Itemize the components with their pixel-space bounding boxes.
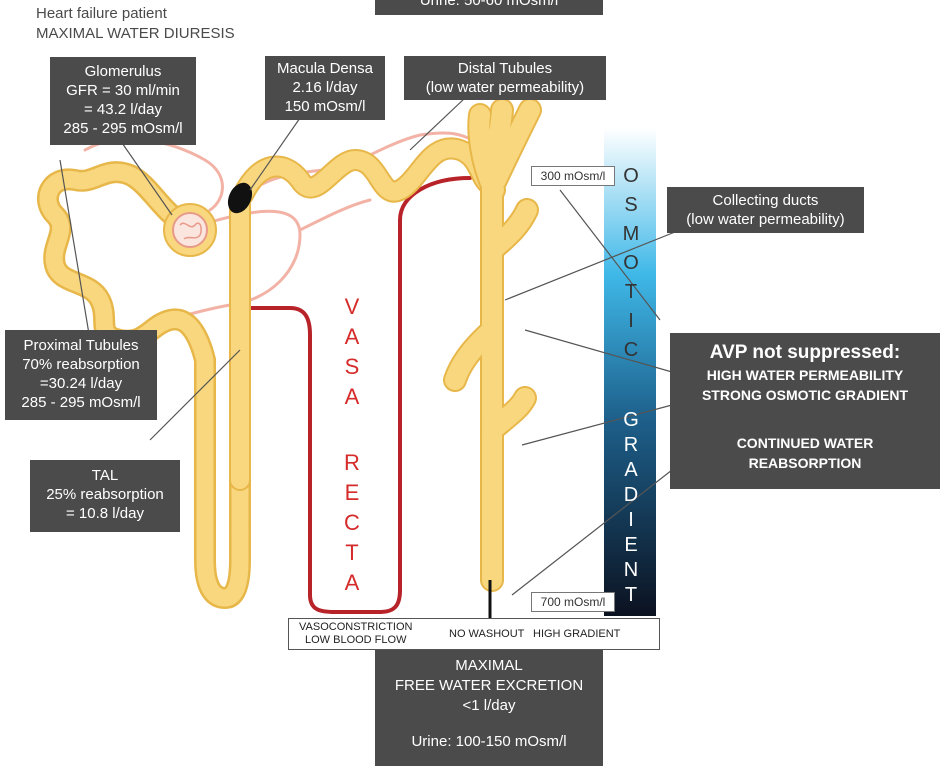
flow-box: VASOCONSTRICTION LOW BLOOD FLOW NO WASHO… [288,618,660,650]
vertical-letter: E [344,480,360,505]
flow-no-washout: NO WASHOUT [449,628,525,640]
macula-densa-box: Macula Densa 2.16 l/day 150 mOsm/l [265,56,385,120]
tal-volume: = 10.8 l/day [66,505,144,522]
top-urine-text: Urine: 50-60 mOsm/l [419,0,559,9]
distal-tubules-note: (low water permeability) [425,79,585,96]
tal-title: TAL [91,467,119,484]
vertical-letter: O [623,252,639,274]
vertical-letter: S [624,194,638,216]
vasa-recta-vessel [248,176,472,614]
excretion-line3: <1 l/day [462,697,516,714]
avp-line1: HIGH WATER PERMEABILITY [706,367,904,383]
scale-bottom-label: 700 mOsm/l [531,592,615,612]
glomerulus-osmolality: 285 - 295 mOsm/l [63,120,183,137]
collecting-ducts-title: Collecting ducts [712,192,819,209]
vertical-letter: D [623,484,639,506]
glomerulus-per-day: = 43.2 l/day [84,101,162,118]
vertical-letter: T [345,540,359,565]
header-title: Heart failure patient [36,5,167,22]
vertical-letter: A [624,459,638,481]
avp-box: AVP not suppressed: HIGH WATER PERMEABIL… [670,333,940,489]
vertical-letter: C [344,510,360,535]
excretion-line2: FREE WATER EXCRETION [394,677,584,694]
vertical-letter: M [622,223,640,245]
vertical-letter: E [624,534,638,556]
avp-title: AVP not suppressed: [709,342,901,363]
vertical-letter: R [623,434,639,456]
proximal-tubule [37,161,251,610]
tal-reabsorption: 25% reabsorption [46,486,164,503]
macula-densa-title: Macula Densa [277,60,373,77]
vertical-letter: T [624,281,638,303]
excretion-line1: MAXIMAL [455,657,523,674]
tal-box: TAL 25% reabsorption = 10.8 l/day [30,460,180,532]
flow-low-blood: LOW BLOOD FLOW [305,634,407,646]
avp-line2: STRONG OSMOTIC GRADIENT [701,387,909,403]
vertical-letter: S [344,354,360,379]
proximal-tubules-title: Proximal Tubules [23,337,139,354]
collecting-ducts-note: (low water permeability) [686,211,845,228]
flow-vasoconstriction: VASOCONSTRICTION [299,621,413,633]
vertical-letter: A [344,324,360,349]
excretion-box: MAXIMAL FREE WATER EXCRETION <1 l/day Ur… [375,650,603,766]
vertical-letter: R [344,450,360,475]
glomerulus-tuft [172,212,208,248]
flow-left: VASOCONSTRICTION LOW BLOOD FLOW [299,621,412,647]
avp-result1: CONTINUED WATER [736,435,874,451]
macula-densa-spot [227,182,253,214]
vertical-letter: A [344,570,360,595]
distal-tubule [232,137,501,206]
collecting-duct [443,98,542,592]
distal-tubules-title: Distal Tubules [457,60,553,77]
glomerulus-title: Glomerulus [84,63,162,80]
glomerulus-gfr: GFR = 30 ml/min [66,82,180,99]
vertical-letter: N [623,559,639,581]
vertical-letter: I [628,310,634,332]
vertical-letter: A [344,384,360,409]
vertical-letter: G [623,409,639,431]
collecting-ducts-box: Collecting ducts (low water permeability… [667,187,864,233]
header-subtitle: MAXIMAL WATER DIURESIS [36,25,235,42]
vertical-letter: O [623,165,639,187]
scale-top-label: 300 mOsm/l [531,166,615,186]
vertical-letter: I [628,509,634,531]
vertical-letter: C [623,339,639,361]
vertical-letter: T [624,584,638,606]
flow-high-gradient: HIGH GRADIENT [533,628,621,640]
leader-lines [59,97,681,596]
macula-densa-osmolality: 150 mOsm/l [284,98,366,115]
osmotic-gradient-bar [604,128,656,616]
glomerulus-box: Glomerulus GFR = 30 ml/min = 43.2 l/day … [50,57,196,145]
proximal-tubules-box: Proximal Tubules 70% reabsorption =30.24… [5,330,157,420]
excretion-urine: Urine: 100-150 mOsm/l [411,733,567,750]
avp-result2: REABSORPTION [748,455,862,471]
distal-tubules-box: Distal Tubules (low water permeability) [404,56,606,100]
vertical-letter: V [344,294,360,319]
top-urine-box: Urine: 50-60 mOsm/l [375,0,603,15]
proximal-tubules-volume: =30.24 l/day [39,375,123,392]
macula-densa-volume: 2.16 l/day [292,79,358,96]
proximal-tubules-reabsorption: 70% reabsorption [22,356,140,373]
proximal-tubules-osmolality: 285 - 295 mOsm/l [21,394,141,411]
